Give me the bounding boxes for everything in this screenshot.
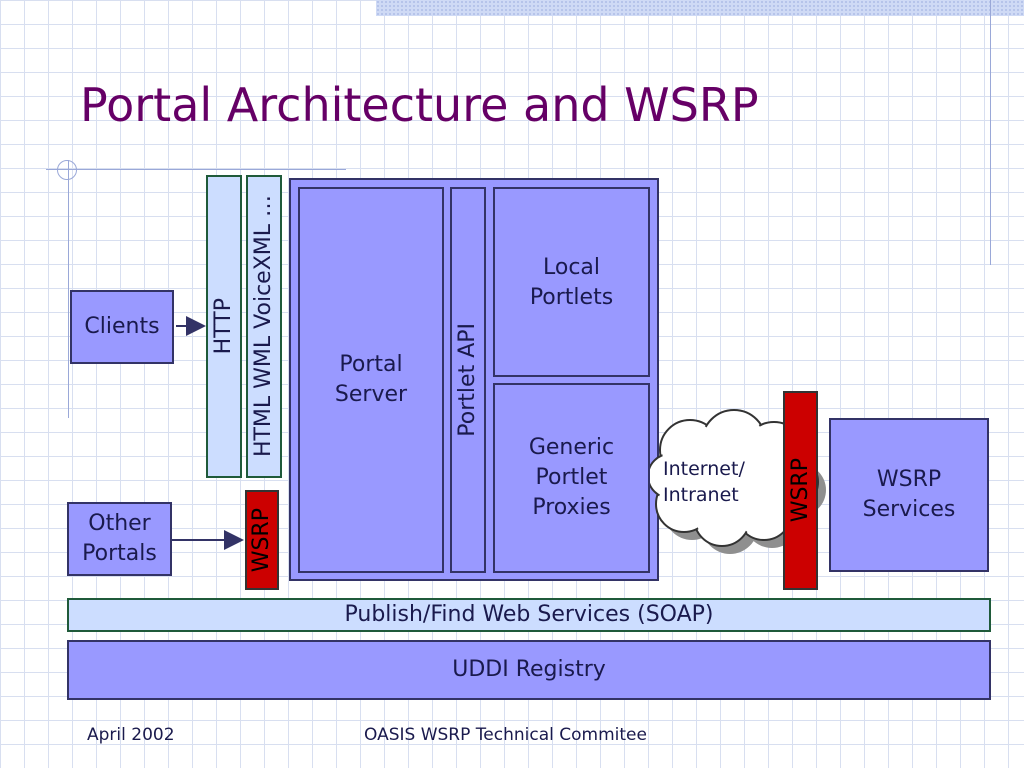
other-portals-box: Other Portals: [67, 502, 172, 576]
wsrp-right-bar: WSRP: [783, 391, 818, 590]
local-portlets-label-line2: Portlets: [529, 285, 614, 310]
generic-portlet-proxies-box: Generic Portlet Proxies: [493, 383, 650, 573]
portal-server-label-line1: Portal: [339, 352, 403, 377]
local-portlets-box: Local Portlets: [493, 187, 650, 377]
portlet-api-bar: Portlet API: [450, 187, 486, 573]
generic-proxies-label-line1: Generic: [528, 435, 615, 460]
markup-languages-bar: HTML WML VoiceXML …: [246, 175, 282, 478]
wsrp-services-box: WSRP Services: [829, 418, 989, 572]
uddi-registry-bar: UDDI Registry: [67, 640, 991, 700]
publish-find-label: Publish/Find Web Services (SOAP): [344, 602, 714, 627]
header-decoration-band: [376, 0, 1024, 16]
wsrp-left-bar: WSRP: [245, 490, 279, 590]
markup-languages-label: HTML WML VoiceXML …: [251, 195, 276, 458]
title-underline-decoration: [46, 169, 346, 170]
http-label: HTTP: [211, 298, 236, 355]
portal-server-box: Portal Server: [298, 187, 444, 573]
other-portals-label-line2: Portals: [82, 541, 157, 566]
publish-find-bar: Publish/Find Web Services (SOAP): [67, 598, 991, 632]
portal-server-label-line2: Server: [334, 382, 408, 407]
generic-proxies-label-line2: Portlet: [535, 465, 608, 490]
uddi-registry-label: UDDI Registry: [452, 657, 606, 682]
wsrp-right-label: WSRP: [787, 458, 813, 523]
other-portals-label-line1: Other: [88, 511, 151, 536]
wsrp-services-label-line2: Services: [862, 497, 956, 522]
portlet-api-label: Portlet API: [455, 323, 480, 437]
generic-proxies-label-line3: Proxies: [532, 495, 611, 520]
slide-title: Portal Architecture and WSRP: [80, 78, 759, 132]
network-label-line2: Intranet: [663, 484, 739, 506]
http-protocol-bar: HTTP: [206, 175, 242, 478]
footer-date: April 2002: [87, 725, 175, 745]
local-portlets-label-line1: Local: [542, 255, 601, 280]
clients-box: Clients: [70, 290, 174, 364]
right-decoration-line: [990, 0, 991, 265]
network-label: Internet/ Intranet: [663, 456, 745, 508]
clients-label: Clients: [84, 314, 160, 339]
wsrp-services-label-line1: WSRP: [876, 467, 942, 492]
network-label-line1: Internet/: [663, 458, 745, 480]
crosshair-circle-icon: [57, 160, 77, 180]
footer-organization: OASIS WSRP Technical Commitee: [364, 725, 647, 745]
wsrp-left-label: WSRP: [249, 507, 274, 573]
left-decoration-line: [68, 160, 69, 418]
